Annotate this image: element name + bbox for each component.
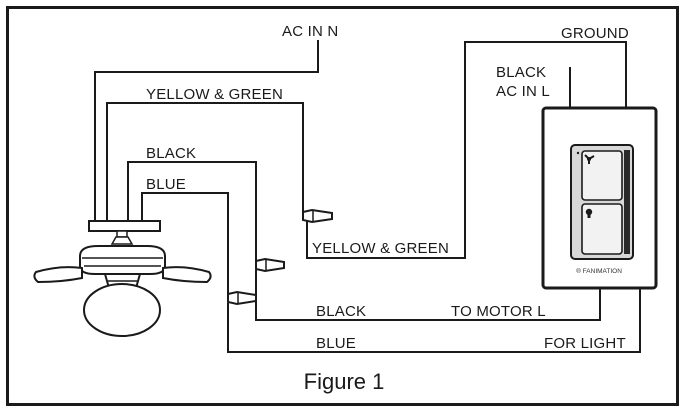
wall-control-plate: ® FANIMATION (541, 106, 658, 290)
label-black-top: BLACK (146, 145, 196, 162)
label-ground: GROUND (561, 25, 629, 42)
wire-nut-blue (227, 290, 257, 306)
label-blue-top: BLUE (146, 176, 186, 193)
label-blue-bottom: BLUE (316, 335, 356, 352)
label-yellow-green-bottom: YELLOW & GREEN (312, 240, 449, 257)
label-ac-in-n: AC IN N (282, 23, 338, 40)
label-black-bottom: BLACK (316, 303, 366, 320)
label-to-motor-l: TO MOTOR L (451, 303, 546, 320)
fan-icon (576, 151, 595, 164)
wire-nut-yellow-green (302, 208, 333, 224)
light-bulb-icon (585, 208, 593, 218)
wire-for-light (227, 287, 641, 353)
wire-ac-in-n (94, 40, 319, 221)
wire-ground (306, 41, 627, 259)
figure-caption: Figure 1 (304, 369, 385, 394)
brand-label: ® FANIMATION (576, 267, 622, 275)
ceiling-fan-illustration (33, 220, 212, 337)
label-black-ac-line1: BLACK (496, 64, 546, 81)
label-yellow-green-top: YELLOW & GREEN (146, 86, 283, 103)
wire-blue-fan (141, 192, 229, 297)
wire-nut-black (255, 257, 285, 273)
wire-black-fan (127, 161, 257, 264)
label-for-light: FOR LIGHT (544, 335, 626, 352)
wire-yellow-green-fan (106, 102, 304, 221)
label-black-ac-line2: AC IN L (496, 83, 550, 100)
